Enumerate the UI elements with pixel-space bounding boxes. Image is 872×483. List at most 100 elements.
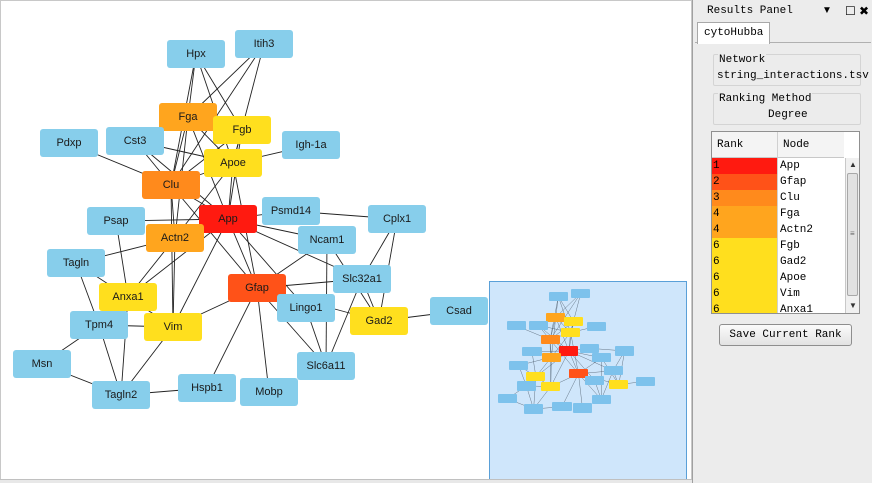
node-tpm4[interactable]: Tpm4	[70, 311, 128, 339]
minimap-edge	[561, 373, 579, 407]
node-ncam1[interactable]: Ncam1	[298, 226, 356, 254]
node-gfap[interactable]: Gfap	[228, 274, 286, 302]
node-pdxp[interactable]: Pdxp	[40, 129, 98, 157]
edge-app-vim[interactable]	[172, 218, 229, 328]
node-cell: Fgb	[777, 238, 844, 254]
node-cst3[interactable]: Cst3	[106, 127, 164, 155]
rank-table-scrollbar[interactable]: ▲ ≡ ▼	[845, 158, 859, 313]
panel-dropdown-icon[interactable]: ▼	[822, 5, 832, 16]
minimap-node-slc32a1	[603, 366, 623, 376]
rank-cell: 6	[712, 238, 777, 254]
minimap-node-igh-1a	[586, 321, 606, 332]
node-csad[interactable]: Csad	[430, 297, 488, 325]
minimap-node-gfap	[568, 369, 589, 379]
node-slc32a1[interactable]: Slc32a1	[333, 265, 391, 293]
close-icon[interactable]: ✖	[859, 4, 870, 18]
maximize-icon[interactable]: ☐	[845, 4, 856, 18]
node-hpx[interactable]: Hpx	[167, 40, 225, 68]
node-lingo1[interactable]: Lingo1	[277, 294, 335, 322]
minimap-node-itih3	[571, 288, 591, 298]
edge-itih3-clu[interactable]	[170, 43, 265, 186]
node-msn[interactable]: Msn	[13, 350, 71, 378]
edge-clu-gfap[interactable]	[170, 184, 258, 289]
node-fgb[interactable]: Fgb	[213, 116, 271, 144]
rank-table-header: Rank Node	[712, 132, 844, 158]
rank-cell: 1	[712, 158, 777, 174]
minimap-edge	[550, 350, 570, 387]
minimap-node-tagln2	[524, 404, 544, 414]
tab-cytohubba[interactable]: cytoHubba	[697, 22, 771, 44]
rank-cell: 2	[712, 174, 777, 190]
node-tagln[interactable]: Tagln	[47, 249, 105, 277]
node-cell: App	[777, 158, 844, 174]
scroll-down-arrow-icon[interactable]: ▼	[849, 301, 857, 310]
node-hspb1[interactable]: Hspb1	[178, 374, 236, 402]
minimap-node-tagln	[509, 360, 529, 371]
node-cell: Anxa1	[777, 302, 844, 313]
ranking-method-group: Ranking Method Degree	[713, 93, 861, 125]
minimap-node-fga	[546, 312, 566, 322]
minimap-edge	[578, 373, 583, 409]
node-itih3[interactable]: Itih3	[235, 30, 293, 58]
node-slc6a11[interactable]: Slc6a11	[297, 352, 355, 380]
minimap-node-cplx1	[615, 346, 635, 356]
node-cplx1[interactable]: Cplx1	[368, 205, 426, 233]
edge-gfap-mobp[interactable]	[256, 287, 270, 393]
network-overview-minimap[interactable]	[489, 281, 687, 480]
minimap-node-lingo1	[585, 375, 605, 385]
node-tagln2[interactable]: Tagln2	[92, 381, 150, 409]
minimap-node-app	[559, 346, 579, 356]
minimap-node-mobp	[572, 403, 592, 413]
rank-cell: 4	[712, 222, 777, 238]
node-psap[interactable]: Psap	[87, 207, 145, 235]
node-app[interactable]: App	[199, 205, 257, 233]
edge-slc32a1-slc6a11[interactable]	[325, 278, 363, 367]
node-clu[interactable]: Clu	[142, 171, 200, 199]
minimap-edge	[550, 357, 552, 387]
edge-app-lingo1[interactable]	[227, 218, 307, 309]
minimap-node-pdxp	[506, 321, 526, 331]
node-column-header[interactable]: Node	[777, 132, 844, 158]
node-vim[interactable]: Vim	[144, 313, 202, 341]
node-cell: Apoe	[777, 270, 844, 286]
node-gad2[interactable]: Gad2	[350, 307, 408, 335]
ranking-method-value: Degree	[768, 109, 808, 121]
minimap-node-psmd14	[580, 343, 600, 353]
rank-column-header[interactable]: Rank	[717, 139, 744, 151]
rank-cell: 3	[712, 190, 777, 206]
minimap-node-msn	[497, 394, 518, 404]
node-anxa1[interactable]: Anxa1	[99, 283, 157, 311]
minimap-node-cst3	[528, 320, 548, 330]
node-apoe[interactable]: Apoe	[204, 149, 262, 177]
node-cell: Fga	[777, 206, 844, 222]
node-igh-1a[interactable]: Igh-1a	[282, 131, 340, 159]
node-fga[interactable]: Fga	[159, 103, 217, 131]
minimap-edge	[549, 293, 581, 340]
minimap-edge	[549, 339, 579, 374]
node-psmd14[interactable]: Psmd14	[262, 197, 320, 225]
scroll-thumb[interactable]: ≡	[847, 173, 858, 296]
edge-actn2-vim[interactable]	[172, 237, 176, 328]
scroll-up-arrow-icon[interactable]: ▲	[849, 160, 857, 169]
node-actn2[interactable]: Actn2	[146, 224, 204, 252]
edge-clu-vim[interactable]	[170, 184, 174, 328]
minimap-edge	[549, 339, 551, 387]
minimap-node-vim	[541, 381, 561, 392]
save-current-rank-button[interactable]: Save Current Rank	[719, 324, 852, 346]
minimap-node-anxa1	[526, 372, 546, 382]
node-mobp[interactable]: Mobp	[240, 378, 298, 406]
edge-gfap-hspb1[interactable]	[206, 287, 258, 389]
network-value: string_interactions.tsv	[717, 70, 869, 82]
